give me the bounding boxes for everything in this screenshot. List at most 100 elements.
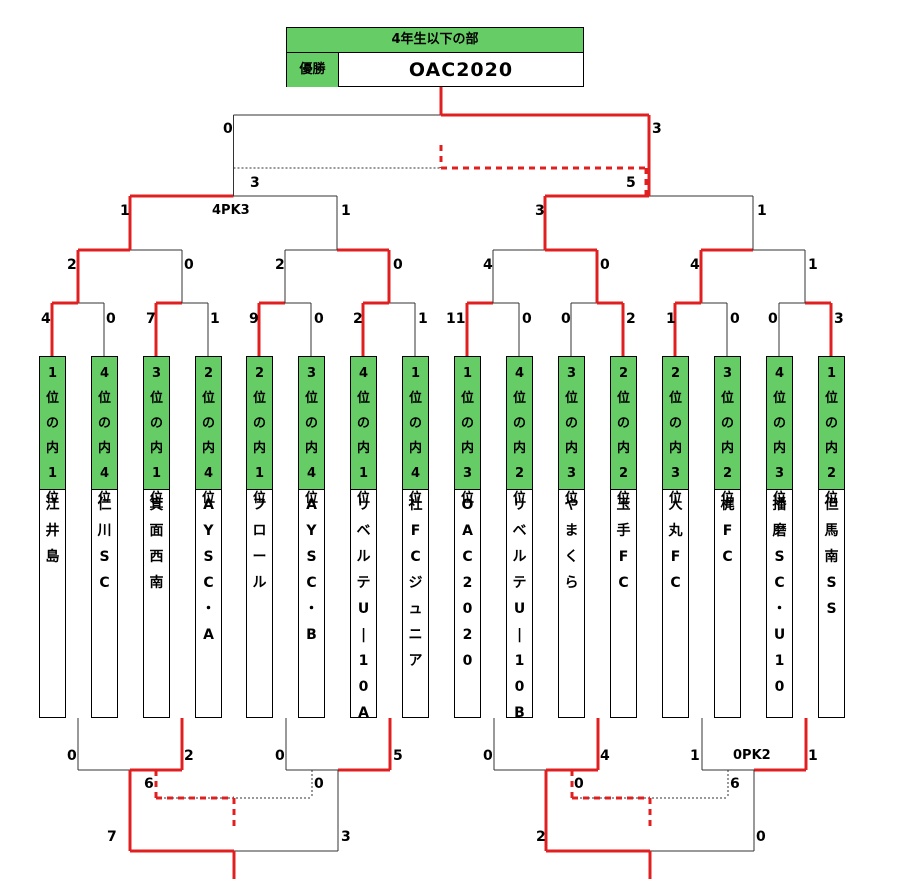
team-name: やまくら: [559, 490, 584, 596]
score-label: 3: [652, 121, 662, 137]
pk-label: 4PK3: [212, 203, 250, 218]
score-label: 3: [250, 175, 260, 191]
score-label: 2: [275, 257, 285, 273]
team-name: 箕面西南: [144, 490, 169, 596]
score-label: 0: [600, 257, 610, 273]
score-label: 5: [626, 175, 636, 191]
score-label: 1: [666, 311, 676, 327]
winner-label: 優勝: [287, 53, 339, 87]
score-label: 0: [574, 776, 584, 792]
team-name-text: 箕面西南: [149, 497, 164, 591]
score-label: 0: [223, 121, 233, 137]
score-label: 0: [184, 257, 194, 273]
score-label: 4: [690, 257, 700, 273]
score-label: 1: [341, 203, 351, 219]
score-label: 11: [446, 311, 466, 327]
score-label: 1: [210, 311, 220, 327]
score-label: 4: [483, 257, 493, 273]
score-label: 0: [730, 311, 740, 327]
score-label: 1: [808, 748, 818, 764]
score-label: 0: [522, 311, 532, 327]
score-label: 3: [341, 829, 351, 845]
score-label: 2: [184, 748, 194, 764]
score-label: 3: [834, 311, 844, 327]
score-label: 0: [393, 257, 403, 273]
score-label: 2: [67, 257, 77, 273]
score-label: 6: [730, 776, 740, 792]
score-label: 9: [249, 311, 259, 327]
score-label: 4: [41, 311, 51, 327]
winner-panel: 4年生以下の部 優勝 OAC2020: [286, 27, 584, 87]
team-name-text: やまくら: [564, 497, 579, 591]
score-label: 1: [757, 203, 767, 219]
score-label: 0: [561, 311, 571, 327]
score-label: 2: [536, 829, 546, 845]
score-label: 0: [275, 748, 285, 764]
score-label: 7: [107, 829, 117, 845]
score-label: 1: [690, 748, 700, 764]
score-label: 0: [67, 748, 77, 764]
score-label: 1: [120, 203, 130, 219]
score-label: 2: [353, 311, 363, 327]
score-label: 7: [146, 311, 156, 327]
score-label: 3: [535, 203, 545, 219]
score-label: 1: [418, 311, 428, 327]
division-title: 4年生以下の部: [287, 28, 583, 53]
